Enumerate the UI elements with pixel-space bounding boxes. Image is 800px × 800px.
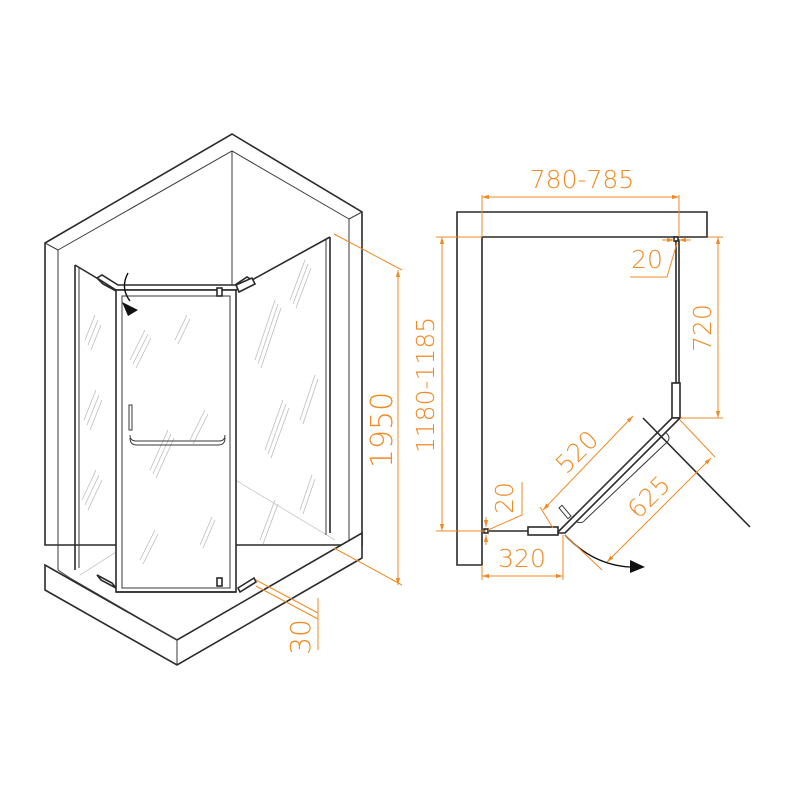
left-gap-label: 20 (490, 482, 519, 514)
side-depth-label: 1180-1185 (411, 317, 440, 453)
tray-height-label: 30 (284, 619, 317, 655)
height-label: 1950 (365, 392, 400, 468)
dimension-top-width: 780-785 (481, 165, 680, 237)
right-fixed-panel (671, 236, 681, 419)
left-panel-label: 320 (498, 544, 546, 573)
isometric-view: 1950 30 (44, 133, 403, 666)
dimension-top-gap: 20 (630, 237, 691, 278)
top-gap-label: 20 (631, 245, 663, 274)
top-width-label: 780-785 (530, 165, 634, 194)
dimension-left-gap: 20 (483, 482, 523, 545)
dimension-left-panel: 320 (481, 535, 564, 580)
door-swing-arrow-icon (564, 534, 645, 573)
door-swing-arrow-icon (122, 272, 138, 316)
dimension-side-depth: 1180-1185 (411, 236, 486, 532)
plan-view: 780-785 20 720 1180-1185 20 (411, 165, 751, 580)
right-fixed-glass-panel (234, 236, 331, 594)
right-panel-label: 720 (688, 304, 717, 352)
door-width-label: 520 (550, 425, 604, 479)
dimension-right-panel: 720 (680, 236, 723, 419)
door-handle (128, 404, 226, 446)
left-fixed-panel (483, 526, 559, 536)
hinged-door (115, 272, 237, 593)
door-overall-label: 625 (622, 470, 676, 524)
dimension-height: 1950 (333, 233, 403, 586)
dimension-tray-height: 30 (255, 579, 319, 655)
